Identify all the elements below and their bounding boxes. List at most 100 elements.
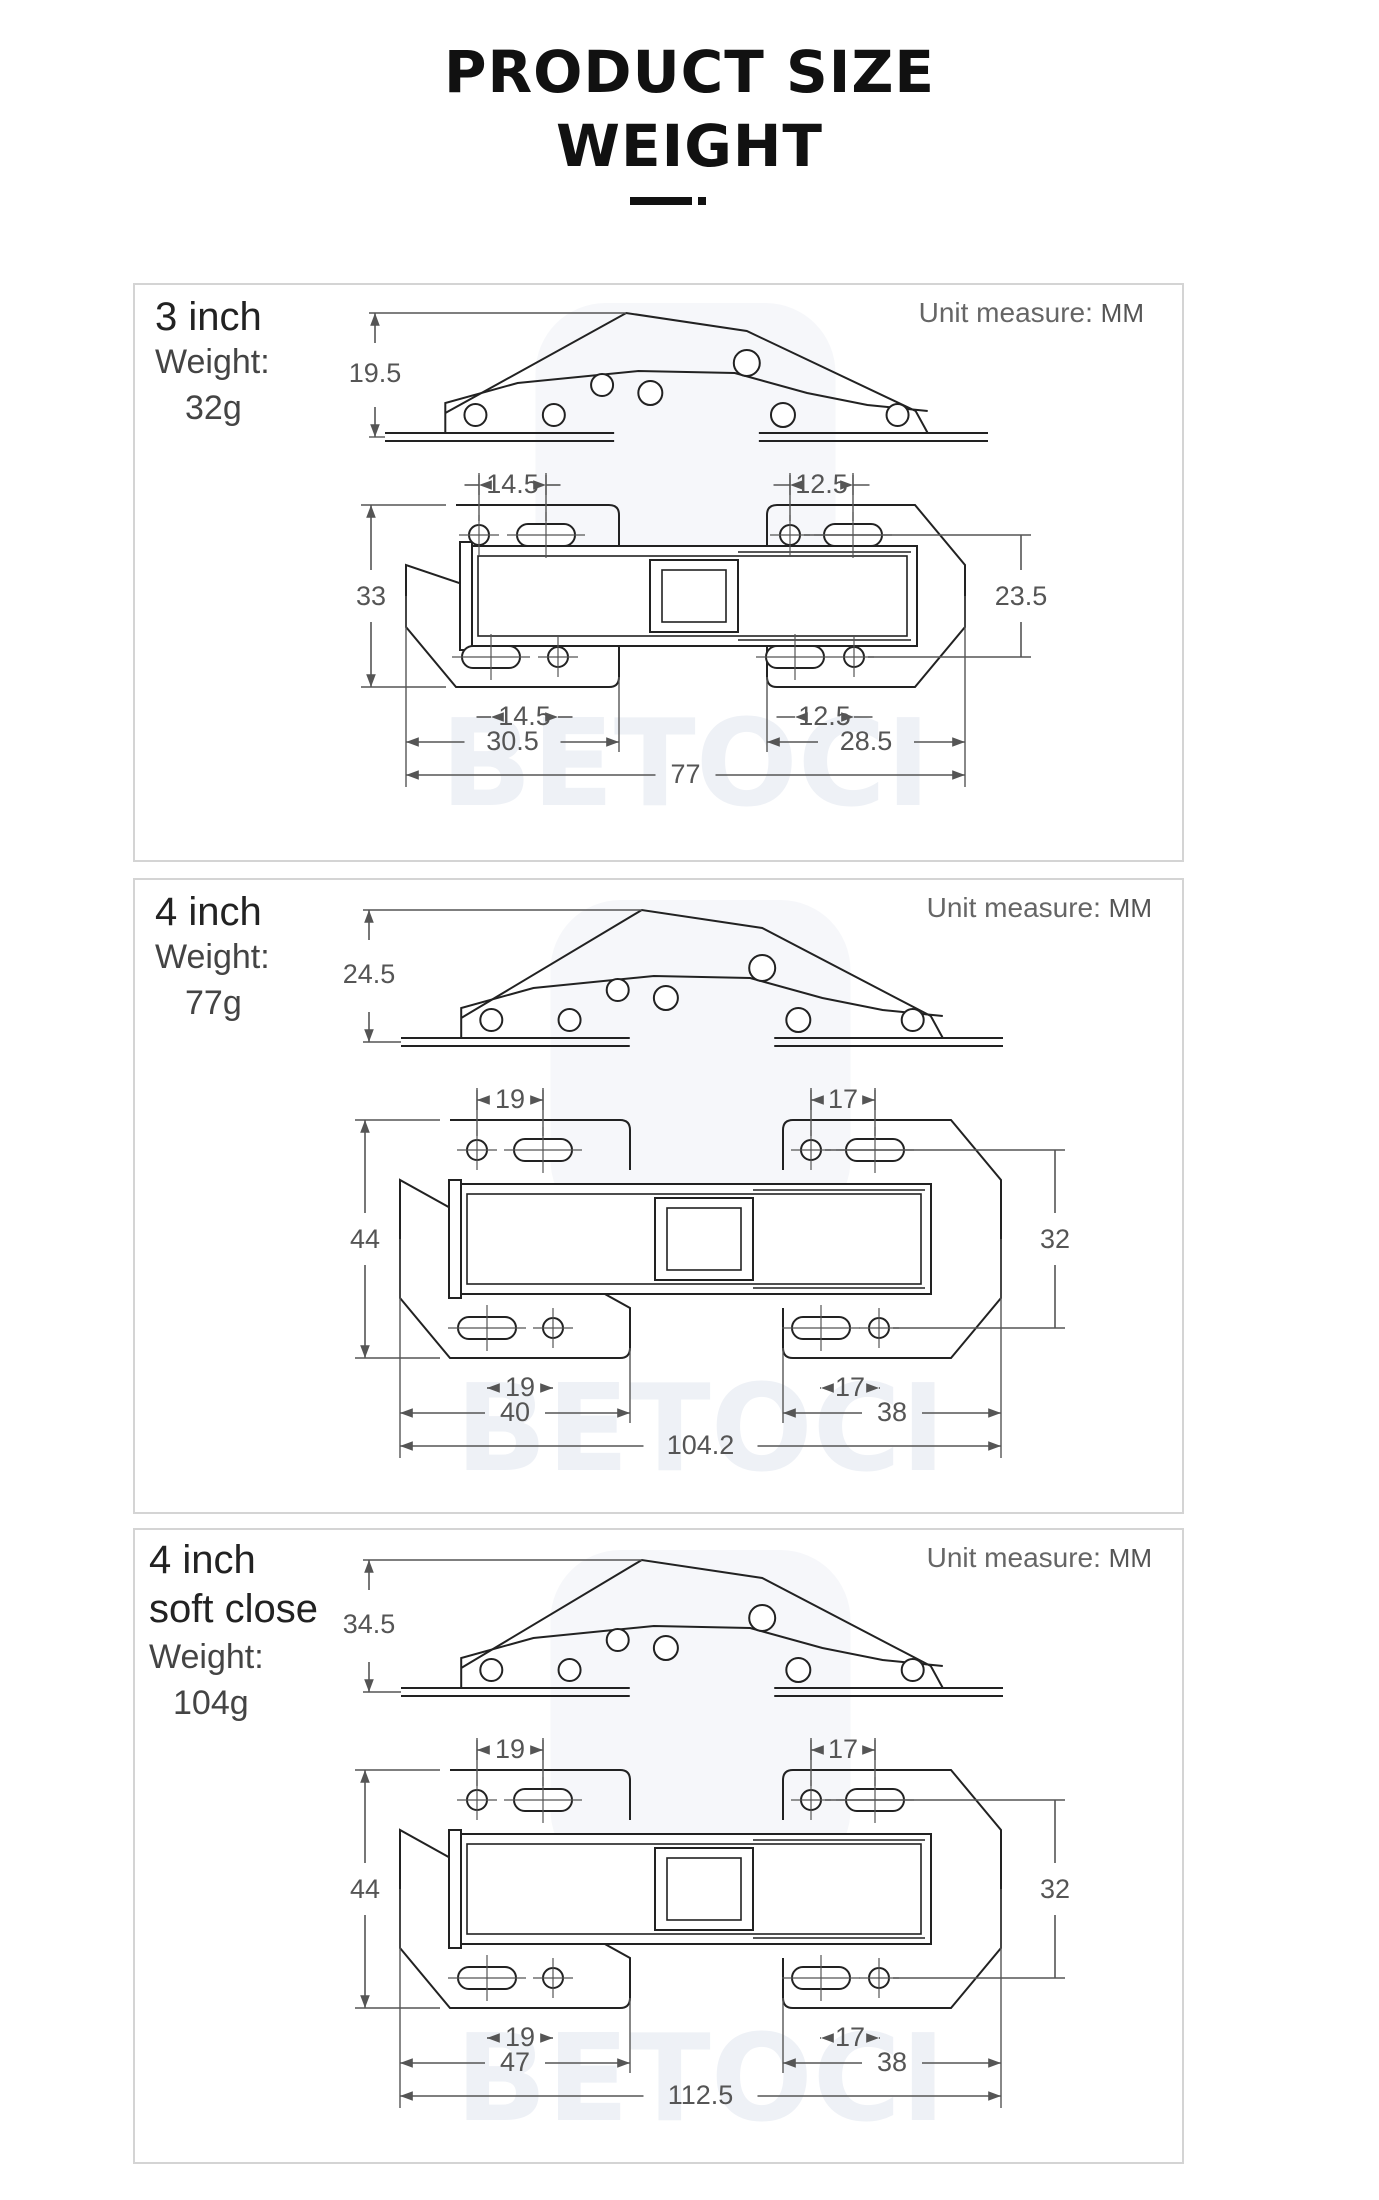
dimension-arrowhead (617, 1408, 630, 1418)
watermark-text: BETOCI (455, 2010, 945, 2149)
unit-measure: Unit measure: MM (919, 297, 1144, 329)
dimension-label: 19 (505, 1372, 535, 1402)
dimension-arrowhead (767, 737, 780, 747)
dimension-arrowhead (370, 424, 380, 437)
unit-measure-value: MM (1108, 893, 1152, 923)
pivot-hole (900, 1008, 925, 1032)
dimension-arrowhead (364, 1679, 374, 1692)
hinge-arm-outline (460, 1558, 944, 1689)
unit-measure: Unit measure: MM (927, 1542, 1152, 1574)
dimension-arrowhead (360, 1770, 370, 1783)
hinge-arm-inner (477, 555, 908, 637)
dimension-label: 77 (670, 759, 700, 789)
dimension-label: 14.5 (498, 701, 551, 731)
dimension-arrowhead (530, 1095, 543, 1105)
dimension-label: 24.5 (343, 959, 396, 989)
pivot-hole (463, 403, 488, 427)
dimension-arrowhead (487, 1383, 500, 1393)
pivot-hole (605, 1628, 630, 1652)
dimension-arrowhead (545, 712, 558, 722)
size-title: 3 inch (155, 295, 262, 339)
dimension-arrowhead (487, 2033, 500, 2043)
dimension-label: 17 (828, 1734, 858, 1764)
dimension-label: 12.5 (798, 701, 851, 731)
dimension-label: 33 (356, 581, 386, 611)
spring-housing (654, 1197, 754, 1281)
dimension-label: 32 (1040, 1874, 1070, 1904)
dimension-arrowhead (477, 1745, 490, 1755)
dimension-arrowhead (360, 1995, 370, 2008)
spring-housing (654, 1847, 754, 1931)
hinge-arm-end (448, 1179, 462, 1299)
size-title-line2: soft close (149, 1587, 318, 1631)
dimension-arrowhead (988, 2091, 1001, 2101)
hinge-arm-inner (466, 1843, 922, 1935)
dimension-arrowhead (617, 2058, 630, 2068)
dimension-arrowhead (811, 1745, 824, 1755)
dimension-arrowhead (840, 480, 853, 490)
dimension-arrowhead (400, 2091, 413, 2101)
pivot-hole (769, 402, 796, 428)
dimension-label: 40 (500, 1397, 530, 1427)
unit-measure-value: MM (1108, 1543, 1152, 1573)
dimension-arrowhead (491, 712, 504, 722)
dimension-arrowhead (400, 1408, 413, 1418)
pivot-hole (748, 1604, 777, 1632)
pivot-hole (785, 1007, 812, 1033)
pivot-hole (652, 1635, 679, 1661)
dimension-arrowhead (360, 1120, 370, 1133)
dimension-arrowhead (400, 2058, 413, 2068)
title-underline-dot (698, 197, 706, 205)
dimension-label: 44 (350, 1224, 380, 1254)
dimension-label: 23.5 (995, 581, 1048, 611)
weight-value: 77g (185, 984, 242, 1022)
dimension-arrowhead (370, 313, 380, 326)
hinge-arm-end (459, 541, 473, 651)
dimension-arrowhead (952, 770, 965, 780)
spring-housing-inner (666, 1207, 742, 1271)
dimension-label: 34.5 (343, 1609, 396, 1639)
pivot-hole (557, 1008, 582, 1032)
hinge-arm-outline (444, 311, 929, 434)
dimension-arrowhead (866, 1383, 879, 1393)
unit-measure-label: Unit measure: (926, 1542, 1101, 1573)
unit-measure: Unit measure: MM (927, 892, 1152, 924)
dimension-label: 14.5 (486, 469, 539, 499)
dimension-label: 17 (828, 1084, 858, 1114)
spring-housing-inner (661, 569, 727, 623)
size-title: 4 inch (155, 890, 262, 934)
dimension-arrowhead (530, 1745, 543, 1755)
page-title-line2: WEIGHT (556, 112, 823, 180)
weight-value: 104g (173, 1684, 249, 1722)
dimension-label: 38 (877, 2047, 907, 2077)
dimension-arrowhead (811, 1095, 824, 1105)
weight-label: Weight: (149, 1638, 264, 1676)
page-title-line1: PRODUCT SIZE (443, 38, 936, 106)
dimension-label: 19 (495, 1084, 525, 1114)
pivot-hole (732, 349, 761, 377)
dimension-arrowhead (783, 1408, 796, 1418)
dimension-label: 44 (350, 1874, 380, 1904)
dimension-label: 19.5 (349, 358, 402, 388)
dimension-label: 38 (877, 1397, 907, 1427)
dimension-label: 104.2 (667, 1430, 735, 1460)
dimension-arrowhead (540, 2033, 553, 2043)
spring-housing-inner (666, 1857, 742, 1921)
pivot-hole (479, 1008, 504, 1032)
dimension-label: 28.5 (840, 726, 893, 756)
watermark-text: BETOCI (455, 1360, 945, 1499)
dimension-arrowhead (841, 712, 854, 722)
pivot-hole (605, 978, 630, 1002)
dimension-arrowhead (479, 480, 492, 490)
pivot-hole (541, 403, 566, 427)
dimension-arrowhead (988, 1441, 1001, 1451)
dimension-label: 112.5 (668, 2080, 734, 2110)
dimension-arrowhead (406, 737, 419, 747)
dimension-arrowhead (862, 1095, 875, 1105)
dimension-arrowhead (364, 1029, 374, 1042)
dimension-arrowhead (821, 2033, 834, 2043)
pivot-hole (885, 403, 910, 427)
